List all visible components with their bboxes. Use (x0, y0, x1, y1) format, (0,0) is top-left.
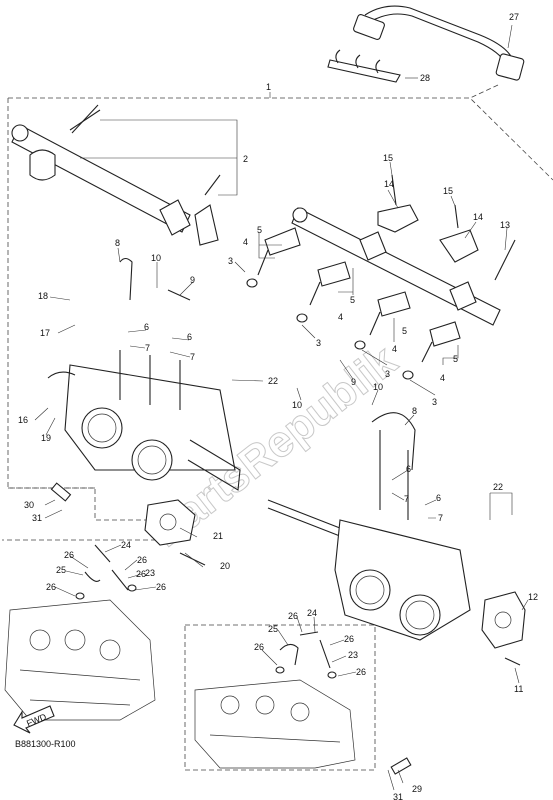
callout-3: 3 (432, 397, 437, 407)
callout-13: 13 (500, 220, 510, 230)
callout-6: 6 (144, 322, 149, 332)
callout-10: 10 (151, 253, 161, 263)
callout-3: 3 (316, 338, 321, 348)
callout-9: 9 (351, 377, 356, 387)
engine-sketch-right (194, 679, 356, 769)
fwd-label: FWD (25, 711, 48, 728)
callout-29: 29 (412, 784, 422, 794)
bracket-assembly (377, 174, 479, 263)
callout-6: 6 (436, 493, 441, 503)
callout-31: 31 (32, 513, 42, 523)
throttle-body-lower (267, 412, 471, 641)
fuel-rail-left (11, 104, 238, 246)
callout-26: 26 (288, 611, 298, 621)
callout-4: 4 (440, 373, 445, 383)
callout-18: 18 (38, 291, 48, 301)
callout-10-extra: 10 (292, 400, 302, 410)
callout-7: 7 (438, 513, 443, 523)
callout-28: 28 (420, 73, 430, 83)
callout-leaders (34, 161, 529, 791)
callout-19: 19 (41, 433, 51, 443)
callout-30: 30 (24, 500, 34, 510)
callout-5: 5 (350, 295, 355, 305)
reference-code: B881300-R100 (15, 739, 76, 749)
callout-25: 25 (56, 565, 66, 575)
callout-24: 24 (121, 540, 131, 550)
callout-22: 22 (493, 482, 503, 492)
callout-2: 2 (243, 154, 248, 164)
detail-box-left (2, 487, 161, 541)
hose-fittings-left (50, 482, 137, 600)
callout-15: 15 (443, 186, 453, 196)
callout-27: 27 (509, 12, 519, 22)
hose-route-line (469, 84, 499, 99)
callout-15: 15 (383, 153, 393, 163)
callout-5: 5 (257, 225, 262, 235)
callout-26-extra-left: 26 (254, 642, 264, 652)
callout-14: 14 (473, 212, 483, 222)
throttle-sensor-lower (481, 591, 526, 649)
callout-7: 7 (190, 352, 195, 362)
throttle-body-upper (47, 257, 241, 491)
callout-22: 22 (268, 376, 278, 386)
detail-box-right (184, 624, 376, 771)
callout-16: 16 (18, 415, 28, 425)
callout-3: 3 (228, 256, 233, 266)
callout-31: 31 (393, 792, 403, 800)
callout-24: 24 (307, 608, 317, 618)
callout-26: 26 (64, 550, 74, 560)
fuel-hose-assembly (327, 5, 525, 83)
callout-14: 14 (384, 179, 394, 189)
callout-23: 23 (145, 568, 155, 578)
engine-sketch-left (4, 599, 156, 721)
callout-4: 4 (243, 237, 248, 247)
callout-9: 9 (190, 275, 195, 285)
callout-21: 21 (213, 531, 223, 541)
callout-6: 6 (406, 464, 411, 474)
callout-26: 26 (344, 634, 354, 644)
callout-6: 6 (187, 332, 192, 342)
callout-25: 25 (268, 624, 278, 634)
callout-17: 17 (40, 328, 50, 338)
callout-8: 8 (115, 238, 120, 248)
callout-4: 4 (338, 312, 343, 322)
callout-26-extra-mid: 26 (136, 569, 146, 579)
fuel-rail-right (291, 207, 516, 326)
hose-fittings-right (275, 631, 412, 775)
callout-7: 7 (404, 494, 409, 504)
callout-20: 20 (220, 561, 230, 571)
callout-1: 1 (266, 82, 271, 92)
throttle-sensor-upper (144, 499, 196, 546)
callout-26-extra-right: 26 (356, 667, 366, 677)
callout-labels: 1 2 3 3 3 3 4 4 4 4 5 5 5 5 6 6 6 6 7 7 … (18, 12, 538, 800)
callout-3: 3 (385, 369, 390, 379)
fwd-arrow-icon: FWD (13, 705, 55, 734)
callout-26: 26 (46, 582, 56, 592)
callout-26: 26 (156, 582, 166, 592)
callout-5: 5 (453, 354, 458, 364)
callout-26: 26 (137, 555, 147, 565)
callout-23: 23 (348, 650, 358, 660)
callout-11: 11 (514, 684, 523, 694)
callout-10: 10 (373, 382, 383, 392)
callout-4: 4 (392, 344, 397, 354)
injectors (246, 227, 461, 380)
callout-5: 5 (402, 326, 407, 336)
callout-12: 12 (528, 592, 538, 602)
callout-8: 8 (412, 406, 417, 416)
callout-7: 7 (145, 343, 150, 353)
